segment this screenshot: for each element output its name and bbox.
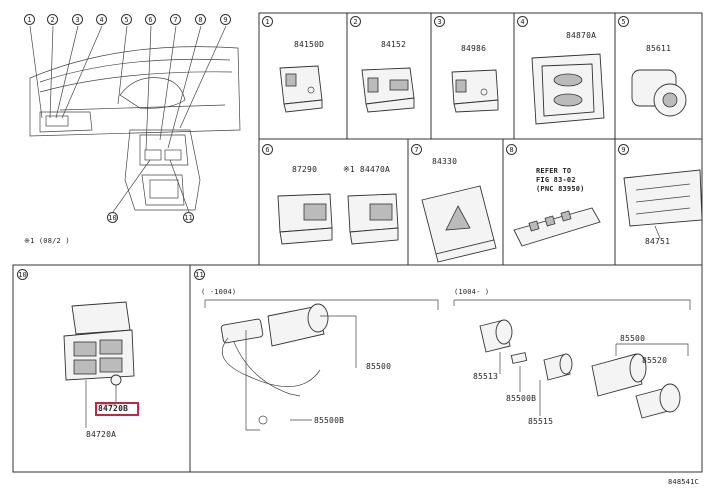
refer-note-line-2: FIG 83-02 — [536, 176, 576, 184]
part-number[interactable]: 85611 — [646, 44, 672, 53]
part-number[interactable]: 87290 — [292, 165, 318, 174]
panel-index: 7 — [411, 144, 422, 155]
part-number[interactable]: 84150D — [294, 40, 325, 49]
part-number[interactable]: 84152 — [381, 40, 407, 49]
part-number[interactable]: 85513 — [473, 372, 499, 381]
part-number[interactable]: 84751 — [645, 237, 671, 246]
highlight-box — [95, 402, 139, 416]
part-number[interactable]: 84720A — [86, 430, 117, 439]
part-number[interactable]: 85515 — [528, 417, 554, 426]
part-number[interactable]: 85520 — [642, 356, 668, 365]
callout-6[interactable]: 6 — [145, 14, 156, 25]
highlighted-part-number[interactable]: 84720B — [98, 404, 129, 413]
hazard-switch-drawing — [421, 185, 497, 263]
panel-index: 1 — [262, 16, 273, 27]
panel-index: 5 — [618, 16, 629, 27]
part-number[interactable]: 85500 — [620, 334, 646, 343]
callout-8[interactable]: 8 — [195, 14, 206, 25]
refer-note-line-3: (PNC 83950) — [536, 185, 585, 193]
part-number[interactable]: 84330 — [432, 157, 458, 166]
switch-drawing-10 — [63, 301, 135, 428]
left-range: ( -1004) — [201, 288, 237, 296]
callout-7[interactable]: 7 — [170, 14, 181, 25]
callout-11[interactable]: 11 — [183, 212, 194, 223]
panel-index: 2 — [350, 16, 361, 27]
callout-1[interactable]: 1 — [24, 14, 35, 25]
callout-4[interactable]: 4 — [96, 14, 107, 25]
switch-drawing-5 — [631, 69, 687, 117]
panel-index: 9 — [618, 144, 629, 155]
switch-drawing-9 — [623, 169, 703, 239]
refer-note-line-1: REFER TO — [536, 167, 572, 175]
panel-index: 11 — [194, 269, 205, 280]
callout-9[interactable]: 9 — [220, 14, 231, 25]
part-number[interactable]: 85500B — [506, 394, 537, 403]
dashboard-drawing — [29, 25, 241, 213]
switch-strip-drawing — [513, 207, 601, 247]
date-note: ※1 (08/2 ) — [24, 237, 70, 245]
callout-5[interactable]: 5 — [121, 14, 132, 25]
part-number[interactable]: 84986 — [461, 44, 487, 53]
panel-index: 8 — [506, 144, 517, 155]
switch-drawing-1 — [279, 65, 323, 113]
switch-drawing-2 — [361, 67, 415, 113]
right-range: (1004- ) — [454, 288, 490, 296]
panel-index: 10 — [17, 269, 28, 280]
panel-index: 3 — [434, 16, 445, 27]
callout-2[interactable]: 2 — [47, 14, 58, 25]
part-number[interactable]: 85500B — [314, 416, 345, 425]
panel-index: 6 — [262, 144, 273, 155]
callout-3[interactable]: 3 — [72, 14, 83, 25]
part-number[interactable]: 84870A — [566, 31, 597, 40]
figure-id: 848541C — [668, 478, 699, 486]
switch-drawing-4 — [531, 53, 605, 125]
cigarette-lighter-drawing — [204, 299, 691, 431]
part-number[interactable]: 85500 — [366, 362, 392, 371]
callout-10[interactable]: 10 — [107, 212, 118, 223]
panel-index: 4 — [517, 16, 528, 27]
switch-drawing-3 — [451, 69, 499, 113]
alt-part-number[interactable]: ※1 84470A — [343, 165, 391, 174]
switch-drawing-6 — [277, 193, 399, 245]
